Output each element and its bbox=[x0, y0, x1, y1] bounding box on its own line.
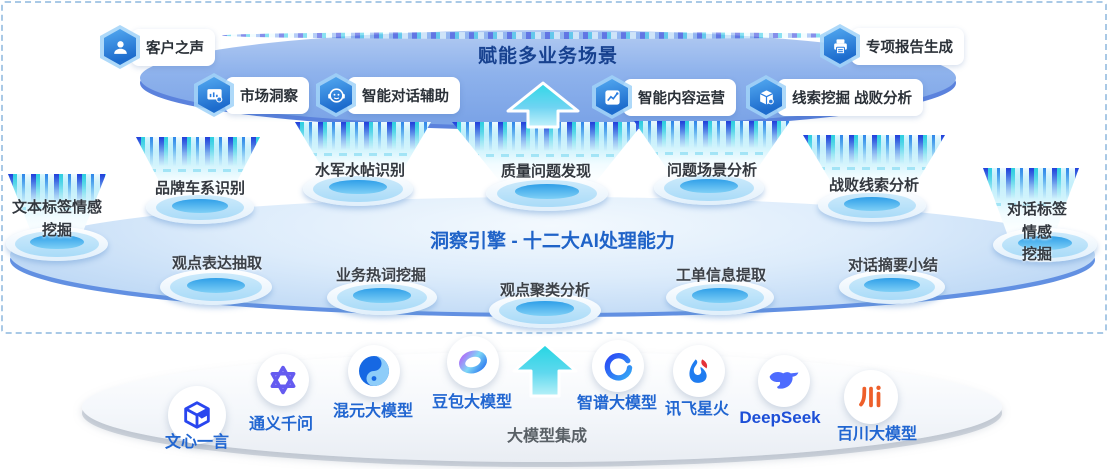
funnel-bowl bbox=[6, 227, 108, 261]
model-label: 智谱大模型 bbox=[576, 395, 658, 412]
deepseek-logo bbox=[758, 355, 810, 407]
diagram-dashed-frame bbox=[1, 1, 1107, 334]
baichuan-logo bbox=[844, 370, 898, 424]
badge-market-insight: 市场洞察 bbox=[194, 73, 309, 117]
badge-lead-mining-loss-analysis: 线索挖掘 战败分析 bbox=[746, 75, 924, 119]
capability-bowl bbox=[666, 280, 774, 315]
up-arrow-icon bbox=[512, 342, 578, 398]
funnel-label: 文本标签情感 挖掘 bbox=[11, 199, 103, 239]
package-search-icon bbox=[746, 75, 786, 119]
funnel-label: 对话标签情感 挖掘 bbox=[1006, 201, 1067, 263]
market-chart-icon bbox=[194, 73, 234, 117]
badge-label: 市场洞察 bbox=[225, 76, 309, 114]
funnel-bowl bbox=[486, 176, 608, 211]
model-label: 通义千问 bbox=[248, 416, 314, 433]
report-printer-icon bbox=[820, 24, 860, 68]
capability-label: 对话摘要小结 bbox=[847, 257, 939, 274]
capability-label: 观点表达抽取 bbox=[171, 255, 263, 272]
trend-chart-icon bbox=[592, 75, 632, 119]
badge-customer-voice: 客户之声 bbox=[100, 25, 215, 69]
capability-bowl bbox=[839, 270, 945, 304]
model-label: 豆包大模型 bbox=[431, 394, 513, 411]
funnel-bowl bbox=[654, 171, 764, 205]
engine-title: 洞察引擎 - 十二大AI处理能力 bbox=[430, 231, 675, 252]
model-label: DeepSeek bbox=[739, 408, 821, 427]
model-label: 文心一言 bbox=[164, 434, 230, 451]
model-label: 百川大模型 bbox=[836, 426, 918, 443]
funnel-label: 质量问题发现 bbox=[500, 163, 592, 180]
badge-special-report: 专项报告生成 bbox=[820, 24, 964, 68]
badge-smart-dialog-assist: 智能对话辅助 bbox=[316, 73, 460, 117]
scenario-band-title: 赋能多业务场景 bbox=[477, 46, 618, 67]
glitch-texture bbox=[221, 32, 875, 39]
badge-label: 线索挖掘 战败分析 bbox=[777, 78, 924, 116]
capability-label: 工单信息提取 bbox=[675, 267, 767, 284]
spark-logo bbox=[673, 345, 725, 397]
zhipu-logo bbox=[592, 340, 644, 392]
up-arrow-icon bbox=[506, 81, 580, 129]
model-label: 混元大模型 bbox=[332, 403, 414, 420]
capability-bowl bbox=[327, 280, 437, 315]
badge-label: 智能对话辅助 bbox=[347, 76, 460, 114]
badge-label: 智能内容运营 bbox=[623, 78, 736, 116]
badge-label: 专项报告生成 bbox=[851, 27, 964, 65]
model-label: 讯飞星火 bbox=[664, 401, 730, 418]
badge-smart-content-ops: 智能内容运营 bbox=[592, 75, 736, 119]
funnel-bowl bbox=[303, 172, 413, 206]
capability-bowl bbox=[489, 293, 601, 328]
capability-label: 业务热词挖掘 bbox=[335, 267, 427, 284]
funnel-label: 品牌车系识别 bbox=[154, 180, 246, 197]
tongyi-logo bbox=[257, 354, 309, 406]
badge-label: 客户之声 bbox=[131, 28, 215, 66]
doubao-logo bbox=[447, 336, 499, 388]
capability-bowl bbox=[160, 269, 272, 305]
model-integration-title: 大模型集成 bbox=[506, 428, 588, 445]
funnel-bowl bbox=[146, 191, 254, 224]
hunyuan-logo bbox=[348, 345, 400, 397]
wenxin-logo bbox=[168, 386, 226, 444]
funnel-label: 问题场景分析 bbox=[666, 162, 758, 179]
funnel-label: 战败线索分析 bbox=[828, 177, 920, 194]
capability-label: 观点聚类分析 bbox=[499, 282, 591, 299]
funnel-label: 水军水帖识别 bbox=[314, 162, 406, 179]
funnel-bowl bbox=[993, 228, 1097, 262]
funnel-bowl bbox=[818, 189, 926, 222]
